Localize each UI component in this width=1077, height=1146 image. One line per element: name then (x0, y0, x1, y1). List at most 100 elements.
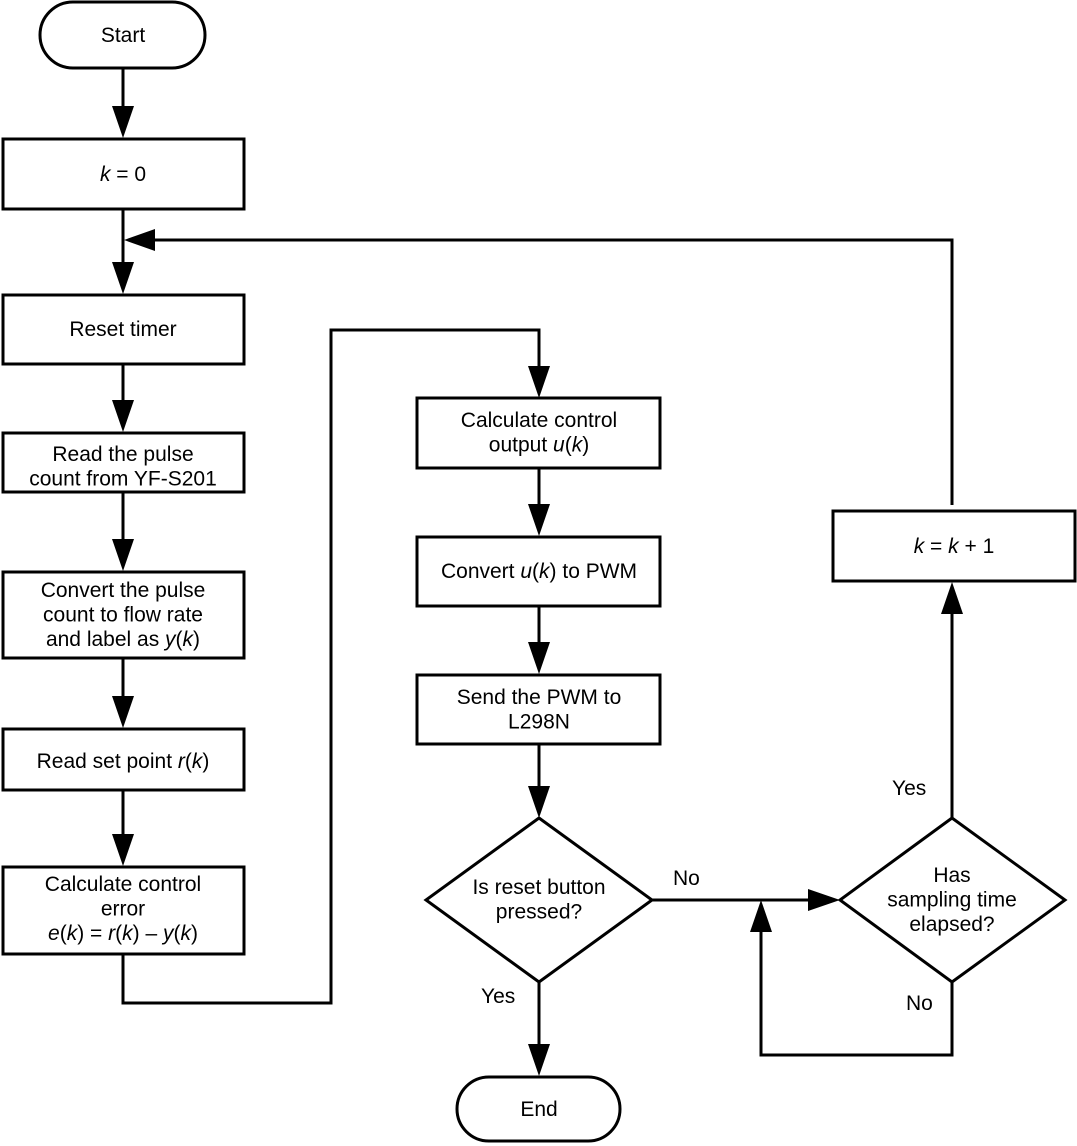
label-segment: ) (582, 434, 589, 457)
label-segment: count to flow rate (43, 604, 203, 627)
label-segment: ) – (133, 922, 163, 945)
edge-loop-back (150, 238, 954, 505)
start-label: Start (101, 24, 146, 47)
init-k-label: k = 0 (100, 163, 146, 186)
label-segment: e (48, 922, 60, 945)
label-segment: Convert the pulse (41, 579, 206, 602)
label-segment: k (180, 922, 192, 945)
read-setpoint-box (1, 727, 246, 792)
label-segment: k (948, 535, 960, 558)
end-label: End (520, 1098, 557, 1121)
label-segment: u (520, 560, 532, 583)
arrowhead (528, 786, 550, 818)
label-segment: ) (191, 922, 198, 945)
label-segment: ) (202, 750, 209, 773)
connectors (112, 68, 963, 1076)
label-segment: k (572, 434, 584, 457)
edge-error-to-output (121, 328, 541, 1005)
increment-k-label: k = k + 1 (914, 535, 995, 558)
convert-pwm-box (415, 535, 662, 608)
arrowhead (750, 900, 772, 932)
label-segment: ( (532, 560, 539, 583)
calc-output-box (415, 396, 662, 470)
convert-pwm-label: Convert u(k) to PWM (441, 560, 637, 583)
edge-sampling-no-loop (759, 928, 954, 1057)
label-segment: ( (565, 434, 572, 457)
label-segment: k (100, 163, 112, 186)
label-segment: ) (193, 628, 200, 651)
init-k-box (1, 137, 246, 211)
sampling-decision-diamond (837, 816, 1068, 984)
edge-labels: No Yes Yes No (481, 777, 933, 1015)
arrowhead (528, 642, 550, 674)
label-segment: Read the pulse (52, 443, 193, 466)
label-segment: k (67, 922, 79, 945)
reset-decision-diamond (423, 816, 655, 984)
label-segment: ( (185, 750, 192, 773)
label-segment: elapsed? (909, 913, 994, 936)
label-segment: y (161, 922, 175, 945)
arrowhead (808, 889, 840, 911)
label-segment: pressed? (496, 901, 582, 924)
reset-timer-label: Reset timer (69, 318, 176, 341)
label-segment: Calculate control (461, 409, 617, 432)
label-segment: End (520, 1098, 557, 1121)
reset-no-label: No (673, 867, 700, 890)
arrowhead (112, 262, 134, 294)
label-segment: Reset timer (69, 318, 176, 341)
send-pwm-box (415, 673, 662, 746)
label-segment: sampling time (887, 889, 1017, 912)
label-segment: ( (60, 922, 67, 945)
label-segment: error (101, 898, 145, 921)
label-segment: = (924, 535, 948, 558)
arrowhead (528, 366, 550, 398)
increment-k-box (831, 509, 1077, 583)
sampling-no-label: No (906, 992, 933, 1015)
label-segment: ) = (77, 922, 108, 945)
read-pulse-box (1, 431, 246, 494)
label-segment: L298N (508, 711, 570, 734)
arrowhead (124, 229, 155, 251)
arrowhead (941, 582, 963, 614)
arrowhead (112, 696, 134, 728)
label-segment: u (553, 434, 565, 457)
label-segment: k (192, 750, 204, 773)
arrowhead (112, 106, 134, 138)
label-segment: r (108, 922, 116, 945)
label-segment: + 1 (959, 535, 995, 558)
start-terminal (38, 0, 207, 70)
label-segment: Has (933, 864, 970, 887)
label-segment: and label as (46, 628, 165, 651)
label-segment: ( (176, 628, 183, 651)
arrowhead (112, 834, 134, 866)
label-segment: Read set point (37, 750, 178, 773)
label-segment: count from YF-S201 (29, 468, 217, 491)
label-segment: Calculate control (45, 873, 201, 896)
label-segment: k (539, 560, 551, 583)
label-segment: Is reset button (472, 876, 605, 899)
arrowhead (528, 504, 550, 536)
label-segment: ( (173, 922, 180, 945)
label-segment: k (122, 922, 134, 945)
read-setpoint-label: Read set point r(k) (37, 750, 210, 773)
label-segment: k (914, 535, 926, 558)
label-segment: Convert (441, 560, 520, 583)
convert-flow-box (1, 570, 246, 660)
arrowhead (112, 400, 134, 432)
label-segment: ) to PWM (550, 560, 638, 583)
label-segment: output (489, 434, 553, 457)
arrowhead (112, 539, 134, 571)
arrowhead (528, 1044, 550, 1076)
label-segment: Start (101, 24, 146, 47)
reset-yes-label: Yes (481, 985, 515, 1008)
